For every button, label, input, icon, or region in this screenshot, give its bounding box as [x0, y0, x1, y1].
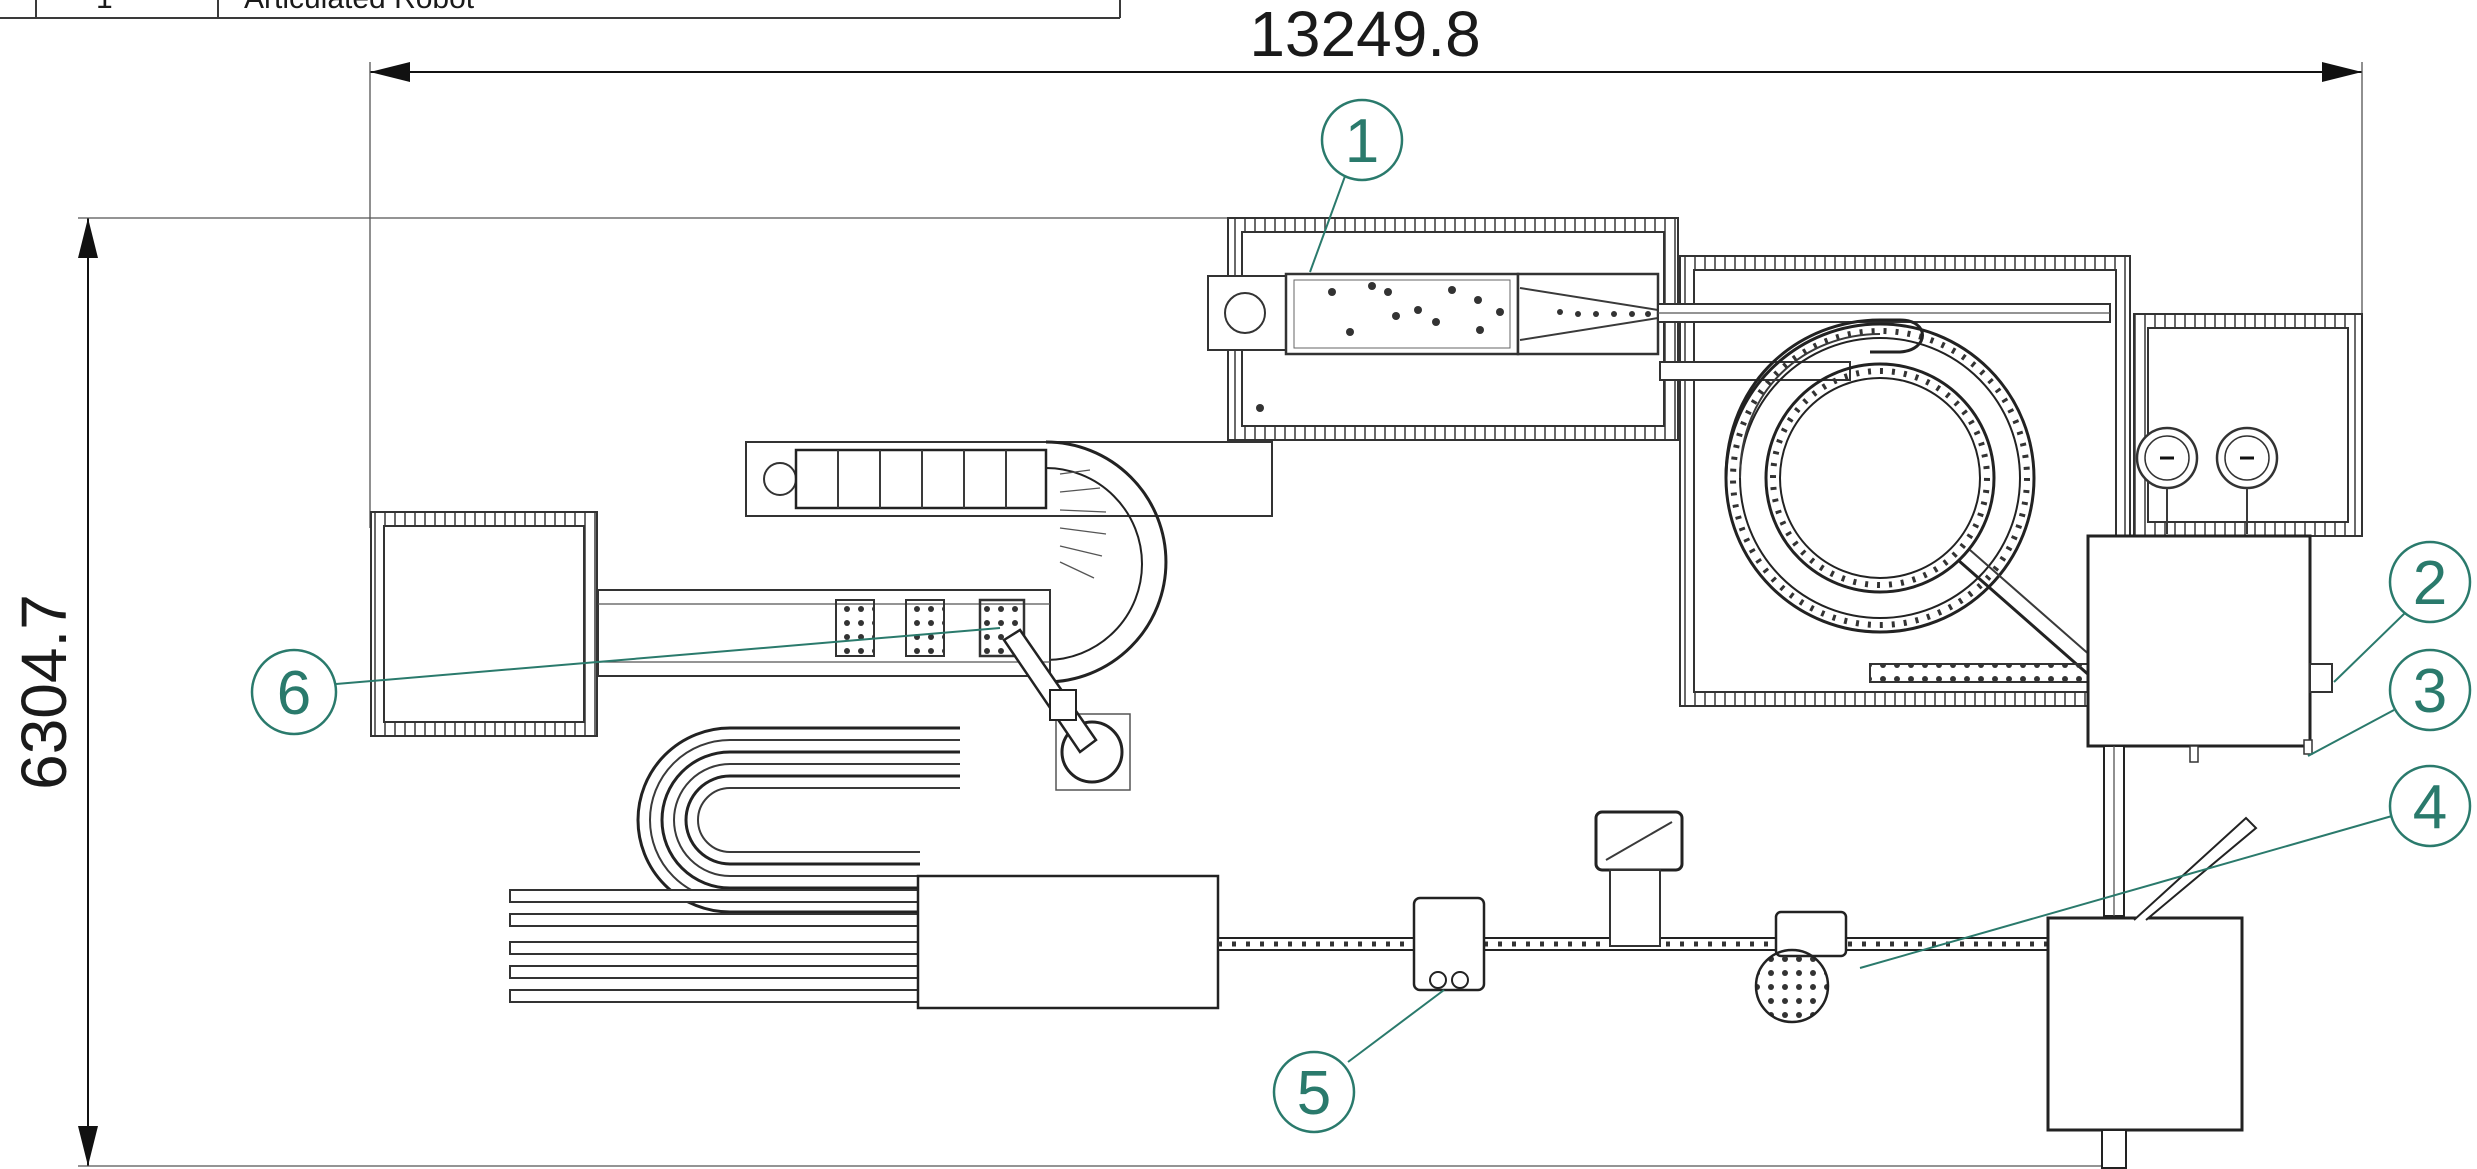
callout-2: 2	[2333, 540, 2472, 683]
articulated-robot	[1002, 628, 1131, 791]
callout-5-label: 5	[1297, 1059, 1331, 1128]
spiral-conveyor	[1724, 318, 2101, 683]
gauge-fenced-cell	[2133, 313, 2363, 537]
callout-4-label: 4	[2413, 773, 2447, 842]
callout-6: 6	[250, 627, 1001, 736]
callout-3-label: 3	[2413, 657, 2447, 726]
callout-2-label: 2	[2413, 549, 2447, 618]
bom-description: Articulated Robot	[244, 0, 475, 15]
dosing-unit	[1754, 910, 1848, 1024]
feeder-unit	[1207, 272, 2111, 381]
left-fenced-cell	[370, 511, 598, 737]
output-enclosure	[2046, 816, 2258, 1169]
height-dimension: 6304.7	[8, 217, 2112, 1167]
callout-4: 4	[1859, 764, 2472, 969]
main-line	[916, 874, 2049, 1010]
callout-1-label: 1	[1345, 107, 1379, 176]
spiral-fenced-cell	[1679, 255, 2131, 707]
inspection-station	[1412, 896, 1486, 992]
width-dimension: 13249.8	[369, 0, 2363, 528]
callout-1: 1	[1309, 98, 1404, 273]
u-lane-conveyor	[509, 726, 960, 1003]
callout-6-label: 6	[277, 659, 311, 728]
callout-3: 3	[2307, 648, 2472, 757]
overhead-unit	[1594, 810, 1684, 947]
width-dimension-label: 13249.8	[1249, 0, 1480, 70]
bom-table: 1 Articulated Robot	[0, 0, 1121, 19]
control-enclosure	[2086, 534, 2333, 917]
callout-5: 5	[1272, 989, 1445, 1134]
bom-qty: 1	[96, 0, 113, 15]
height-dimension-label: 6304.7	[8, 594, 80, 790]
upper-conveyor	[597, 440, 1273, 684]
